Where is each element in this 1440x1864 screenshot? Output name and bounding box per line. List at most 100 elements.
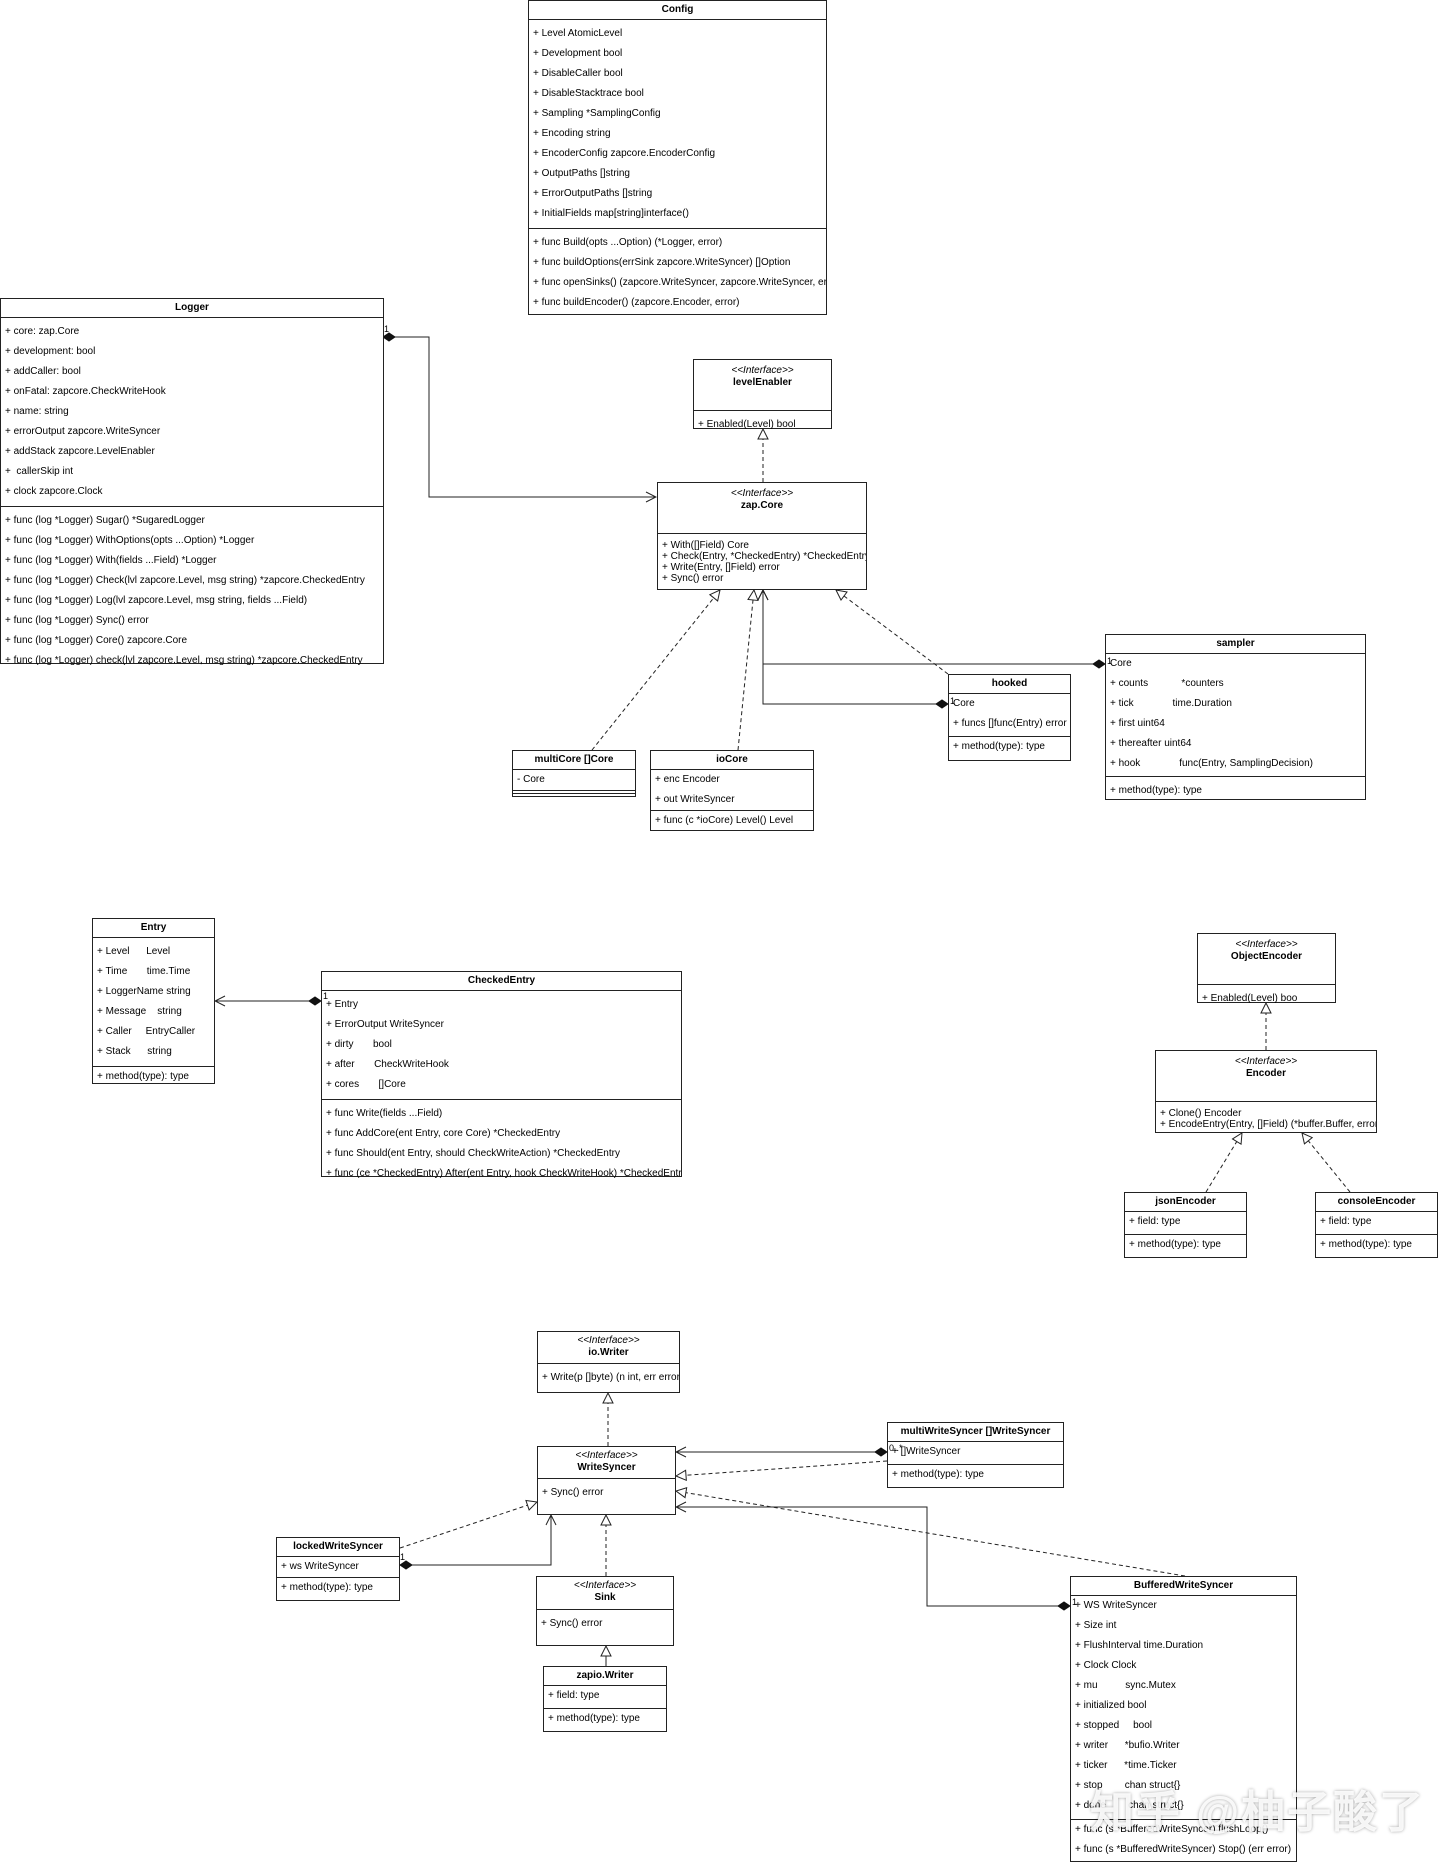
field-row: + thereafter uint64 xyxy=(1110,738,1192,749)
class-console-encoder: consoleEncoder + field: type + method(ty… xyxy=(1315,1192,1438,1258)
interface-header: <<Interface>> levelEnabler xyxy=(694,360,831,411)
field-row: + FlushInterval time.Duration xyxy=(1075,1640,1204,1651)
fields-section: + ws WriteSyncer xyxy=(277,1557,399,1578)
methods-section: + func (log *Logger) Sugar() *SugaredLog… xyxy=(1,507,383,675)
method-row: + func buildEncoder() (zapcore.Encoder, … xyxy=(533,297,740,308)
method-row: + method(type): type xyxy=(1110,785,1202,796)
method-row: + func (log *Logger) check(lvl zapcore.L… xyxy=(5,655,363,666)
field-row: + Sampling *SamplingConfig xyxy=(533,108,661,119)
field-row: + hook func(Entry, SamplingDecision) xyxy=(1110,758,1313,769)
stereotype: <<Interface>> xyxy=(577,1335,640,1346)
class-title: ObjectEncoder xyxy=(1230,951,1303,962)
field-row: + done chan struct{} xyxy=(1075,1800,1184,1811)
field-row: + after CheckWriteHook xyxy=(326,1059,449,1070)
field-row: + stop chan struct{} xyxy=(1075,1780,1181,1791)
class-multi-core: multiCore []Core - Core xyxy=(512,750,636,797)
stereotype: <<Interface>> xyxy=(573,1580,637,1591)
field-row: + field: type xyxy=(1129,1216,1181,1227)
method-row: + func (log *Logger) Core() zapcore.Core xyxy=(5,635,188,646)
multiplicity-label: 1 xyxy=(400,1552,406,1562)
method-row: + Clone() Encoder xyxy=(1160,1108,1242,1119)
fields-section: + Level AtomicLevel+ Development bool+ D… xyxy=(529,20,826,229)
class-buffered-write-syncer: BufferedWriteSyncer + WS WriteSyncer+ Si… xyxy=(1070,1576,1297,1862)
fields-section: + WS WriteSyncer+ Size int+ FlushInterva… xyxy=(1071,1596,1296,1820)
class-title: jsonEncoder xyxy=(1125,1193,1246,1212)
interface-zap-core: <<Interface>> zap.Core + With([]Field) C… xyxy=(657,482,867,590)
class-title: WriteSyncer xyxy=(577,1462,636,1473)
watermark-text: 知乎 @柚子酸了 xyxy=(1090,1788,1426,1837)
fields-section: - Core xyxy=(513,770,635,791)
field-row: + ws WriteSyncer xyxy=(281,1561,359,1572)
methods-section: + func Write(fields ...Field)+ func AddC… xyxy=(322,1100,681,1188)
method-row: + Write(Entry, []Field) error xyxy=(662,562,780,573)
methods-section: + func Build(opts ...Option) (*Logger, e… xyxy=(529,229,826,317)
class-title: CheckedEntry xyxy=(322,972,681,991)
methods-section: + method(type): type xyxy=(888,1465,1063,1485)
field-row: + stopped bool xyxy=(1075,1720,1153,1731)
method-row: + func Build(opts ...Option) (*Logger, e… xyxy=(533,237,723,248)
interface-header: <<Interface>> Sink xyxy=(537,1577,673,1610)
field-row: + core: zap.Core xyxy=(5,326,80,337)
multiplicity-label: 0..* xyxy=(889,1443,903,1453)
fields-section: + enc Encoder+ out WriteSyncer xyxy=(651,770,813,811)
interface-sink: <<Interface>> Sink + Sync() error xyxy=(536,1576,674,1646)
field-row: + ErrorOutputPaths []string xyxy=(533,188,653,199)
methods-section: + method(type): type xyxy=(1106,777,1365,805)
field-row: + Encoding string xyxy=(533,128,611,139)
class-title: ioCore xyxy=(651,751,813,770)
edge-buffered-ws-comp xyxy=(676,1507,1070,1606)
field-row: + Time time.Time xyxy=(97,966,191,977)
methods-section: + method(type): type xyxy=(93,1067,214,1087)
field-row: + tick time.Duration xyxy=(1110,698,1232,709)
stereotype: <<Interface>> xyxy=(731,365,794,376)
multiplicity-label: 1 xyxy=(950,696,956,706)
class-multi-write-syncer: multiWriteSyncer []WriteSyncer + []Write… xyxy=(887,1422,1064,1488)
method-row: + Sync() error xyxy=(662,573,724,584)
method-row: + Enabled(Level) bool xyxy=(698,419,796,430)
class-title: Encoder xyxy=(1245,1068,1286,1079)
field-row: + []WriteSyncer xyxy=(892,1446,961,1457)
method-row: + func (log *Logger) With(fields ...Fiel… xyxy=(5,555,217,566)
class-title: multiCore []Core xyxy=(513,751,635,770)
methods-section: + Clone() Encoder+ EncodeEntry(Entry, []… xyxy=(1156,1102,1376,1134)
field-row: + InitialFields map[string]interface() xyxy=(533,208,689,219)
field-row: + LoggerName string xyxy=(97,986,191,997)
method-row: + method(type): type xyxy=(97,1071,189,1082)
method-row: + method(type): type xyxy=(548,1713,640,1724)
stereotype: <<Interface>> xyxy=(730,488,794,499)
method-row: + func (s *BufferedWriteSyncer) Stop() (… xyxy=(1075,1844,1292,1855)
interface-level-enabler: <<Interface>> levelEnabler + Enabled(Lev… xyxy=(693,359,832,430)
method-row: + func (log *Logger) Log(lvl zapcore.Lev… xyxy=(5,595,308,606)
class-config: Config + Level AtomicLevel+ Development … xyxy=(528,0,827,315)
edge-multicore-core xyxy=(591,590,720,751)
field-row: - Core xyxy=(517,774,545,785)
method-row: + func (log *Logger) Sync() error xyxy=(5,615,149,626)
methods-section xyxy=(513,791,635,794)
class-title: zap.Core xyxy=(740,500,784,511)
fields-section: + core: zap.Core+ development: bool+ add… xyxy=(1,318,383,507)
method-row: + method(type): type xyxy=(953,741,1045,752)
field-row: + EncoderConfig zapcore.EncoderConfig xyxy=(533,148,716,159)
multiplicity-label: 1 xyxy=(1072,1597,1078,1607)
fields-section: Core+ counts *counters+ tick time.Durati… xyxy=(1106,654,1365,777)
edge-sampler-core xyxy=(763,590,1105,664)
field-row: + field: type xyxy=(548,1690,600,1701)
interface-header: <<Interface>> io.Writer xyxy=(538,1332,679,1364)
edge-locked-ws xyxy=(399,1502,537,1549)
field-row: + dirty bool xyxy=(326,1039,392,1050)
field-row: + Level AtomicLevel xyxy=(533,28,623,39)
field-row: + Entry xyxy=(326,999,358,1010)
field-row: + first uint64 xyxy=(1110,718,1165,729)
edge-buffered-ws xyxy=(676,1491,1186,1577)
fields-section: + field: type xyxy=(544,1686,666,1709)
multiplicity-label: 1 xyxy=(323,991,329,1001)
edge-console-encoder xyxy=(1302,1133,1351,1193)
field-row: + DisableCaller bool xyxy=(533,68,623,79)
field-row: + mu sync.Mutex xyxy=(1075,1680,1176,1691)
stereotype: <<Interface>> xyxy=(1235,939,1298,950)
methods-section: + Enabled(Level) bool xyxy=(694,411,831,439)
class-title: Config xyxy=(529,1,826,20)
class-logger: Logger + core: zap.Core+ development: bo… xyxy=(0,298,384,666)
stereotype: <<Interface>> xyxy=(1234,1056,1298,1067)
field-row: + Message string xyxy=(97,1006,182,1017)
